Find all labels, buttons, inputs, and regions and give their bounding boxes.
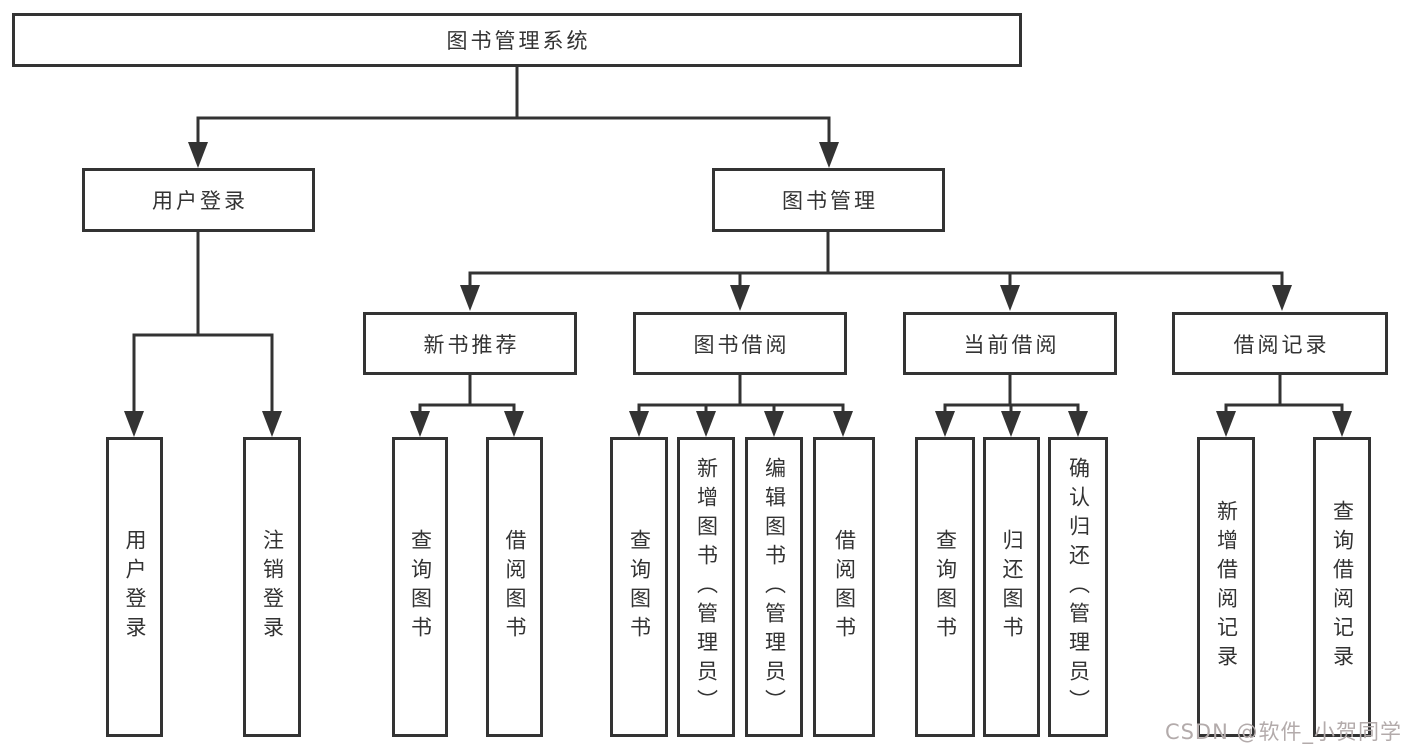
node-leaf-bb-query-books-label: 查询图书 [627,529,652,645]
node-leaf-br-query-record-label: 查询借阅记录 [1330,500,1355,674]
arrow-down-icon [460,285,480,311]
node-leaf-bb-add-books-admin: 新增图书（管理员） [677,437,735,737]
arrow-down-icon [1272,285,1292,311]
arrow-down-icon [730,285,750,311]
node-leaf-cb-confirm-return-admin-label: 确认归还（管理员） [1066,456,1091,718]
arrowhead-group [124,142,1352,437]
node-leaf-user-login: 用户登录 [106,437,163,737]
node-leaf-cb-return-books-label: 归还图书 [1000,529,1025,645]
node-leaf-user-login-label: 用户登录 [123,529,148,645]
node-leaf-bb-query-books: 查询图书 [610,437,668,737]
node-leaf-nb-query-books-label: 查询图书 [408,529,433,645]
csdn-watermark: CSDN @软件_小贺同学 [1164,720,1402,744]
node-leaf-cb-query-books: 查询图书 [915,437,975,737]
node-leaf-bb-borrow-books-label: 借阅图书 [832,529,857,645]
arrow-down-icon [188,142,208,168]
arrow-down-icon [833,411,853,437]
arrow-down-icon [1000,285,1020,311]
node-leaf-logout-label: 注销登录 [260,529,285,645]
node-book-management-label: 图书管理 [782,189,878,213]
node-leaf-bb-borrow-books: 借阅图书 [813,437,875,737]
node-root: 图书管理系统 [12,13,1022,67]
node-book-borrowing-label: 图书借阅 [693,332,790,357]
arrow-down-icon [1332,411,1352,437]
node-book-management: 图书管理 [712,168,945,232]
node-current-borrowing-label: 当前借阅 [963,332,1060,357]
node-leaf-cb-confirm-return-admin: 确认归还（管理员） [1048,437,1108,737]
arrow-down-icon [504,411,524,437]
node-user-login: 用户登录 [82,168,315,232]
node-leaf-bb-edit-books-admin: 编辑图书（管理员） [745,437,803,737]
arrow-down-icon [935,411,955,437]
arrow-down-icon [1216,411,1236,437]
node-leaf-bb-add-books-admin-label: 新增图书（管理员） [694,456,719,718]
arrow-down-icon [124,411,144,437]
node-leaf-nb-query-books: 查询图书 [392,437,448,737]
arrow-down-icon [1068,411,1088,437]
arrow-down-icon [262,411,282,437]
node-leaf-cb-return-books: 归还图书 [983,437,1040,737]
node-leaf-bb-edit-books-admin-label: 编辑图书（管理员） [762,456,787,718]
node-current-borrowing: 当前借阅 [903,312,1117,375]
node-leaf-nb-borrow-books-label: 借阅图书 [503,529,528,645]
arrow-down-icon [819,142,839,168]
node-leaf-cb-query-books-label: 查询图书 [933,529,958,645]
node-new-book-recommend-label: 新书推荐 [423,332,520,357]
node-user-login-label: 用户登录 [152,189,248,213]
arrow-down-icon [696,411,716,437]
node-leaf-logout: 注销登录 [243,437,301,737]
arrow-down-icon [410,411,430,437]
arrow-down-icon [764,411,784,437]
arrow-down-icon [1001,411,1021,437]
node-leaf-br-add-record-label: 新增借阅记录 [1214,500,1239,674]
node-leaf-br-query-record: 查询借阅记录 [1313,437,1371,737]
node-root-label: 图书管理系统 [446,29,591,53]
node-book-borrowing: 图书借阅 [633,312,847,375]
node-leaf-nb-borrow-books: 借阅图书 [486,437,543,737]
node-new-book-recommend: 新书推荐 [363,312,577,375]
node-borrowing-records: 借阅记录 [1172,312,1388,375]
node-leaf-br-add-record: 新增借阅记录 [1197,437,1255,737]
node-borrowing-records-label: 借阅记录 [1233,332,1330,357]
arrow-down-icon [629,411,649,437]
